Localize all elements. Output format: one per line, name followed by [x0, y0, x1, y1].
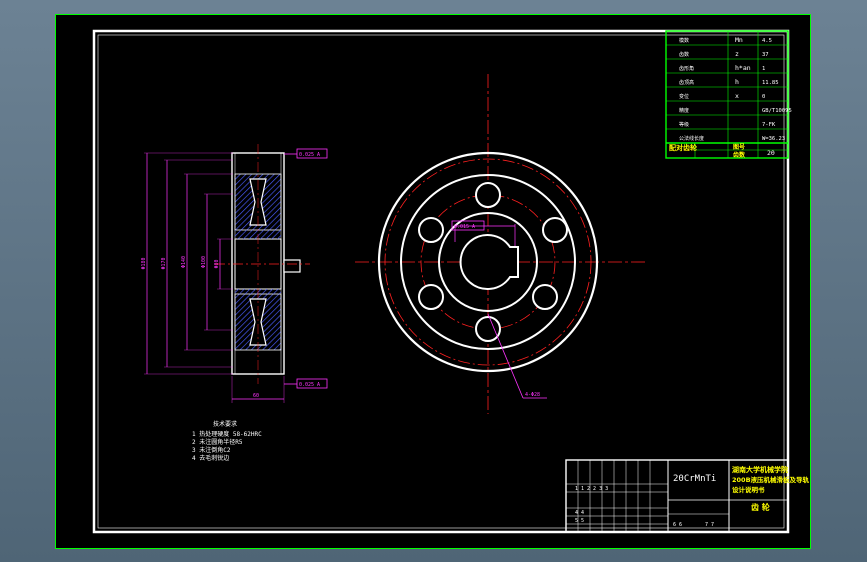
material-label: 20CrMnTi [673, 474, 716, 484]
tb-row-1: 1 1 2 2 3 3 [575, 486, 608, 492]
holes-callout: 4-Φ28 [525, 392, 540, 398]
tech-title: 技术要求 [213, 420, 237, 428]
param-value: W=36.23 [762, 136, 785, 142]
param-value: 1 [762, 66, 765, 72]
param-name: 精度 [679, 107, 689, 114]
param-value: 11.85 [762, 80, 779, 86]
side-tolerance-bottom: 0.025 A [299, 382, 320, 388]
footer-teeth: 齿数 [733, 151, 746, 159]
side-section-view: 0.025 A 0.025 A 60 Φ180 Φ170 Φ140 Φ100 Φ80 [141, 144, 328, 403]
param-symbol: x [735, 92, 739, 100]
param-name: 变位 [679, 93, 689, 100]
drawing-border-inner [97, 34, 785, 529]
diameter-label: Φ100 [201, 256, 207, 268]
tech-note-3: 3 未注倒角C2 [192, 446, 231, 454]
part-name: 齿 轮 [751, 502, 770, 512]
keyway-tolerance: 0.015 A [454, 224, 475, 230]
title-block: 1 1 2 2 3 3 4 4 5 5 6 6 7 7 20CrMnTi 湖南大… [565, 459, 810, 533]
param-name: 模数 [679, 37, 689, 44]
outer-frame [55, 14, 811, 549]
param-value: 4.5 [762, 38, 772, 44]
drawing-border [92, 29, 790, 534]
footer-drawing-no: 图号 [733, 143, 745, 151]
tb-row-3: 5 5 [575, 518, 584, 524]
front-view: 0.015 A 4-Φ28 [355, 74, 645, 414]
param-symbol: h [735, 78, 739, 86]
param-value: 0 [762, 94, 765, 100]
gear-parameter-table: 模数 Mn 4.5 齿数 z 37 齿形角 h*an 1 齿顶高 h 11.85 变位 x 0 精度 GB/T1… [665, 30, 792, 159]
tb-row-5: 7 7 [705, 522, 714, 528]
diameter-label: Φ170 [161, 257, 167, 269]
width-dimension: 60 [253, 393, 259, 399]
tech-note-1: 1 热处理硬度 58-62HRC [192, 430, 262, 438]
project-subtitle: 设计说明书 [732, 485, 765, 494]
param-symbol: Mn [735, 36, 743, 44]
side-tolerance-top: 0.025 A [299, 152, 320, 158]
diameter-label: Φ80 [214, 259, 220, 268]
param-name: 齿数 [679, 51, 689, 58]
param-name: 齿形角 [679, 65, 694, 72]
tech-note-2: 2 未注圆角半径R5 [192, 438, 243, 446]
diameter-label: Φ180 [141, 257, 147, 269]
model-space[interactable]: 模数 Mn 4.5 齿数 z 37 齿形角 h*an 1 齿顶高 h 11.85 变位 x 0 精度 GB/T1… [55, 14, 811, 549]
param-value: GB/T10095 [762, 108, 792, 114]
mating-gear-label: 配对齿轮 [669, 143, 697, 152]
param-name: 齿顶高 [679, 79, 694, 86]
tb-row-2: 4 4 [575, 510, 584, 516]
param-name: 等级 [679, 121, 689, 128]
tb-row-4: 6 6 [673, 522, 682, 528]
project-title: 200B液压机械滑板及导轨 [732, 475, 810, 484]
tech-note-4: 4 去毛刺锐边 [192, 454, 229, 462]
technical-requirements: 技术要求 1 热处理硬度 58-62HRC 2 未注圆角半径R5 3 未注倒角C… [192, 420, 262, 462]
diameter-label: Φ140 [181, 256, 187, 268]
param-name: 公法线长度 [679, 135, 704, 142]
school-name: 湖南大学机械学院 [732, 465, 788, 474]
footer-teeth-value: 20 [767, 149, 775, 157]
param-symbol: z [735, 50, 739, 58]
param-symbol: h*an [735, 64, 751, 72]
param-value: 37 [762, 52, 769, 58]
param-value: 7-FK [762, 122, 776, 128]
drawing-canvas[interactable]: 模数 Mn 4.5 齿数 z 37 齿形角 h*an 1 齿顶高 h 11.85 变位 x 0 精度 GB/T1… [55, 14, 811, 549]
